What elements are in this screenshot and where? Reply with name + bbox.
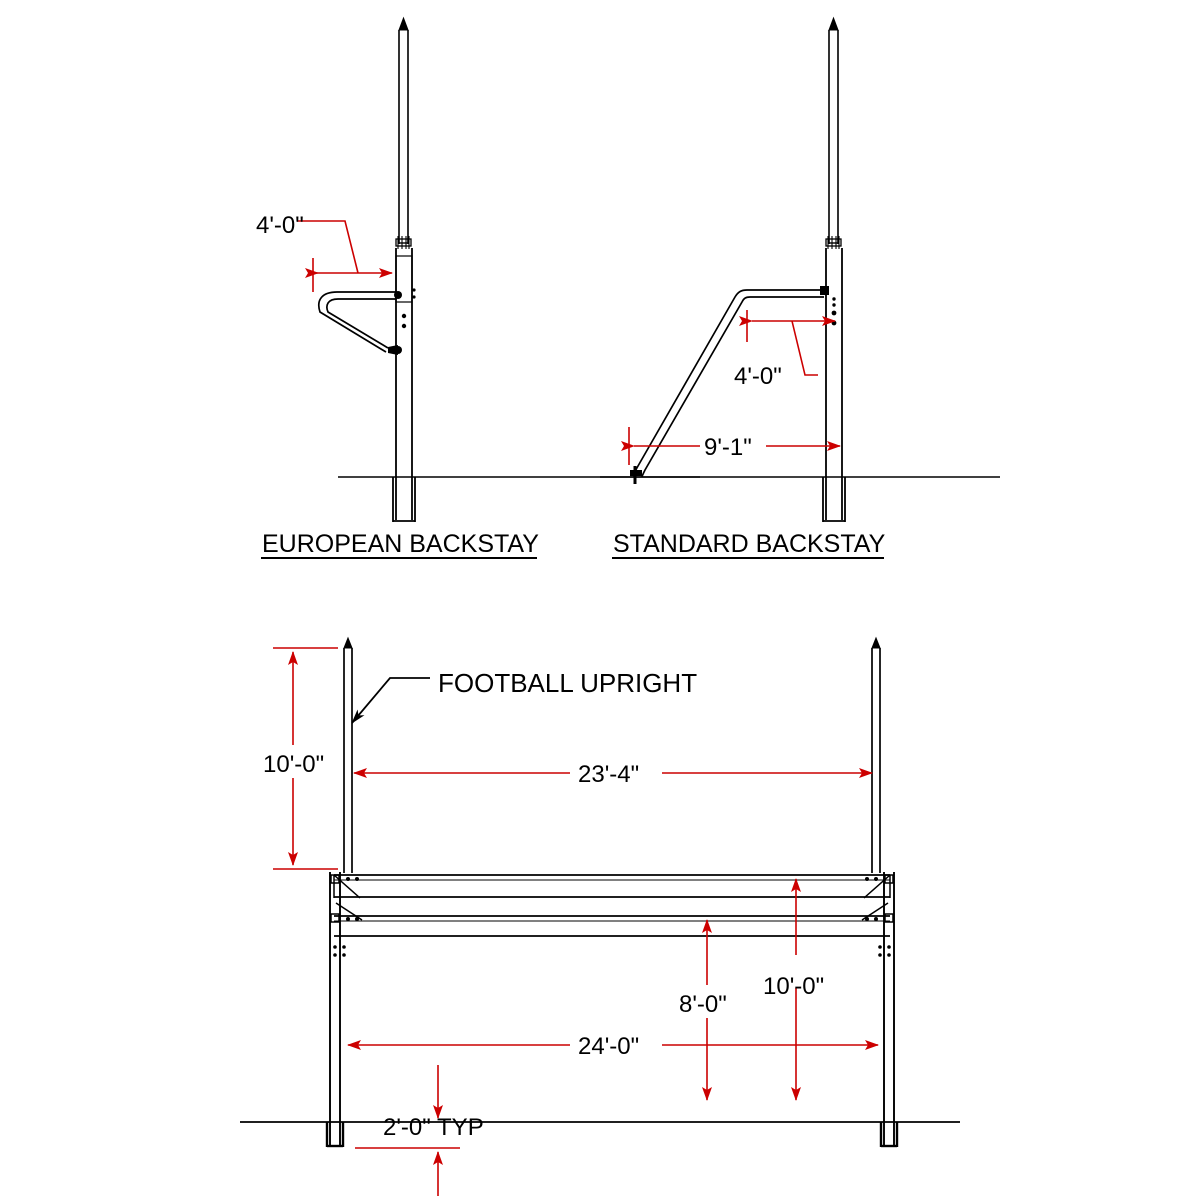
right-corner-gussets: [861, 874, 894, 923]
dim-label-european-offset: 4'-0": [256, 212, 304, 239]
european-upright-tube: [398, 16, 409, 244]
dim-label-crossbar-height: 10'-0": [763, 973, 824, 1000]
european-splice-joint: [395, 236, 412, 249]
right-upright: [871, 636, 881, 873]
european-backstay-view: 4'-0" EUROPEAN BACKSTAY: [256, 16, 700, 559]
european-backstay-tube: [318, 291, 396, 353]
dim-standard-base-offset: [621, 427, 841, 465]
dim-embedment-depth: [355, 1065, 460, 1196]
standard-splice-joint: [825, 236, 842, 249]
label-standard-backstay: STANDARD BACKSTAY: [613, 530, 886, 558]
standard-backstay-connections: [630, 286, 829, 484]
goalpost-elevation-view: FOOTBALL UPRIGHT 10'-0" 23'-4" 8'-0" 10'…: [240, 636, 960, 1196]
callout-label-football-upright: FOOTBALL UPRIGHT: [438, 668, 697, 698]
standard-backstay-view: 4'-0" 9'-1" STANDARD BACKSTAY: [600, 16, 1000, 559]
lower-crossbar: [334, 915, 890, 937]
dim-label-standard-upper-offset: 4'-0": [734, 363, 782, 390]
dim-label-lower-bar-height: 8'-0": [679, 991, 727, 1018]
dim-label-embedment-depth: 2'-0" TYP: [383, 1114, 484, 1141]
right-post: [878, 872, 899, 1148]
dim-label-upright-height: 10'-0": [263, 751, 324, 778]
callout-football-upright: [351, 677, 430, 724]
dim-label-post-spacing: 24'-0": [578, 1033, 639, 1060]
left-upright: [343, 636, 353, 873]
dim-standard-upper-offset: [739, 310, 836, 376]
left-corner-gussets: [330, 874, 363, 923]
dim-european-offset: [297, 220, 393, 292]
european-post: [392, 248, 416, 522]
dim-label-standard-base-offset: 9'-1": [704, 434, 752, 461]
dim-upright-height: [273, 647, 338, 870]
dim-label-upright-spacing: 23'-4": [578, 761, 639, 788]
european-backstay-connections: [388, 291, 402, 355]
left-post: [325, 872, 346, 1148]
standard-upright-tube: [828, 16, 839, 244]
label-european-backstay: EUROPEAN BACKSTAY: [262, 530, 539, 558]
